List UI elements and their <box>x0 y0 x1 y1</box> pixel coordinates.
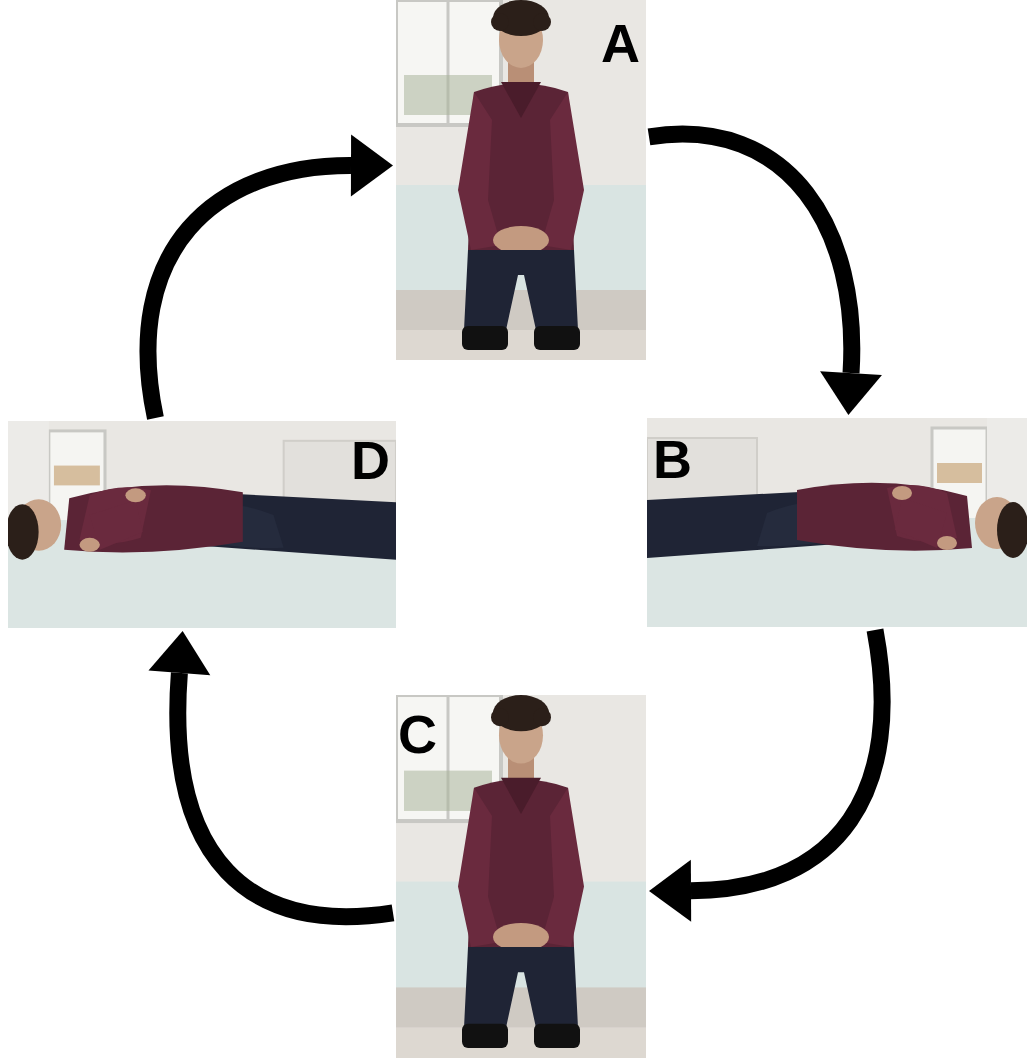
arrow-head <box>148 631 210 675</box>
curved-arrow <box>649 630 882 922</box>
person-figure <box>396 0 646 360</box>
panel-letter: C <box>398 707 437 761</box>
photo-panel: D <box>8 421 396 628</box>
curved-arrow <box>649 134 882 415</box>
photo-panel: C <box>396 695 646 1058</box>
photo-panel: B <box>647 418 1027 627</box>
arrow-head <box>351 134 393 196</box>
photo-panel: A <box>396 0 646 360</box>
curved-arrow <box>148 134 393 418</box>
person-figure <box>647 418 1027 627</box>
panel-letter: A <box>601 16 640 70</box>
panel-letter: D <box>351 433 390 487</box>
arrow-shaft <box>649 134 852 373</box>
posture-photo <box>647 418 1027 627</box>
panel-letter: B <box>653 432 692 486</box>
arrow-shaft <box>148 165 351 418</box>
person-figure <box>8 421 396 628</box>
arrow-head <box>820 371 882 415</box>
posture-photo <box>8 421 396 628</box>
arrow-shaft <box>178 673 393 917</box>
arrow-head <box>649 860 691 922</box>
person-figure <box>396 695 646 1058</box>
arrow-shaft <box>691 630 882 891</box>
curved-arrow <box>148 631 393 917</box>
